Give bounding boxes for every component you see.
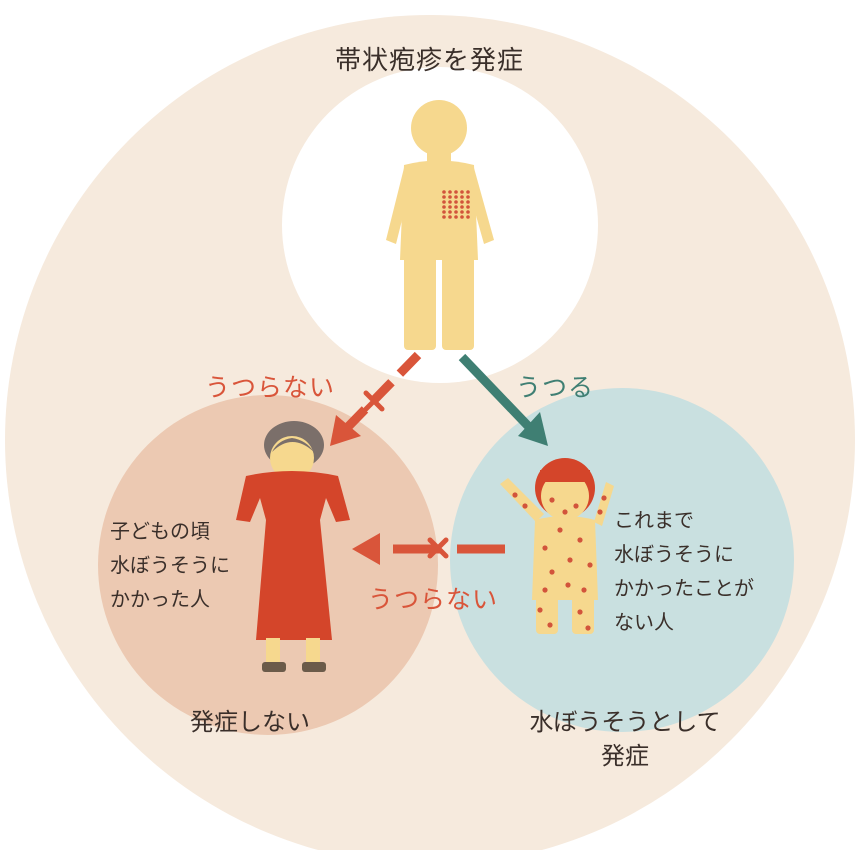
rash-dot [448,205,452,209]
left-outcome: 発症しない [190,708,310,736]
rash-dot [448,200,452,204]
left-desc-line: かかった人 [110,587,210,611]
rash-dot [581,587,587,593]
left-arrow-label: うつらない [205,373,336,402]
rash-dot [454,190,458,194]
right-desc-line: 水ぼうそうに [614,542,734,566]
rash-dot [547,622,553,628]
rash-dot [577,537,583,543]
rash-dot [448,210,452,214]
rash-dot [460,200,464,204]
rash-dot [448,215,452,219]
rash-dot [597,509,603,515]
rash-dot [460,195,464,199]
rash-dot [466,215,470,219]
right-outcome: 水ぼうそうとして 発症 [505,705,745,773]
child-with-chickenpox-figure [500,458,614,634]
rash-dot [542,545,548,551]
rash-dot [522,503,528,509]
rash-dot [565,582,571,588]
rash-dot [454,210,458,214]
rash-dot [601,495,607,501]
rash-dot [442,200,446,204]
rash-dot [573,503,579,509]
right-desc-line: これまで [614,508,694,532]
rash-dot [442,205,446,209]
rash-dot [466,190,470,194]
elderly-woman-figure [236,421,350,672]
rash-dot [460,190,464,194]
rash-dot [454,215,458,219]
rash-dot [562,509,568,515]
rash-dot [557,527,563,533]
left-person-description: 子どもの頃 水ぼうそうに かかった人 [110,514,250,616]
right-outcome-line: 発症 [601,742,649,770]
right-outcome-line: 水ぼうそうとして [529,708,721,736]
right-person-description: これまで 水ぼうそうに かかったことが ない人 [614,503,784,639]
rash-dot [442,190,446,194]
rash-dot [466,195,470,199]
left-desc-line: 水ぼうそうに [110,553,230,577]
right-circle [450,388,794,732]
rash-dot [460,205,464,209]
rash-dot [577,609,583,615]
diagram-title: 帯状疱疹を発症 [334,46,524,76]
right-desc-line: かかったことが [614,576,754,600]
arrow-to-right-transmitted [458,353,548,446]
rash-dot [512,492,518,498]
left-cross-icon [363,390,385,412]
rash-dot [549,497,555,503]
right-arrow-label: うつる [516,373,595,402]
rash-dot [537,607,543,613]
rash-dot [567,557,573,563]
rash-dot [442,195,446,199]
rash-dot [466,205,470,209]
rash-dot [454,200,458,204]
rash-dot [442,215,446,219]
rash-dot [549,569,555,575]
shingles-rash-patch [442,190,470,219]
rash-dot [448,195,452,199]
rash-dot [542,587,548,593]
rash-dot [442,210,446,214]
rash-dot [448,190,452,194]
rash-dot [466,200,470,204]
rash-dot [454,195,458,199]
rash-dot [587,562,593,568]
rash-dot [460,215,464,219]
left-desc-line: 子どもの頃 [110,519,210,543]
rash-dot [466,210,470,214]
rash-dot [585,625,591,631]
arrow-child-to-adult-not-transmitted [352,533,505,565]
right-desc-line: ない人 [614,610,674,634]
chickenpox-rash-spots [512,492,607,631]
bottom-cross-icon [427,537,449,559]
shingles-patient-figure [386,100,494,350]
rash-dot [460,210,464,214]
bottom-arrow-label: うつらない [368,585,499,614]
arrow-to-left-not-transmitted [330,351,422,446]
rash-dot [454,205,458,209]
